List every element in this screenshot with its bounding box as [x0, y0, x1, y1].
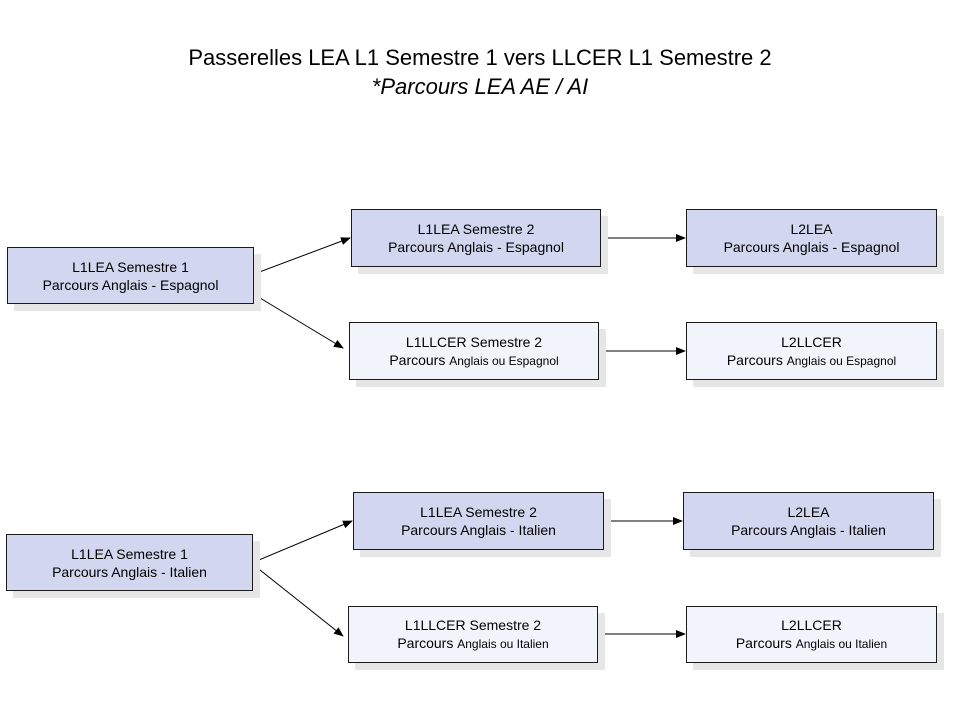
node-line1: L1LEA Semestre 2 — [420, 504, 537, 520]
node-line1: L1LEA Semestre 1 — [72, 258, 189, 275]
node-line2: Parcours Anglais - Espagnol — [42, 276, 219, 293]
node-line2: Parcours Anglais - Espagnol — [388, 239, 564, 255]
node-l2lea-espagnol: L2LEA Parcours Anglais - Espagnol — [686, 209, 937, 267]
arrow-s1-to-lea-s2 — [253, 520, 353, 563]
node-line2: Parcours Anglais - Italien — [52, 563, 207, 580]
node-line2: Parcours Anglais - Espagnol — [723, 239, 900, 255]
node-line2: Parcours Anglais ou Espagnol — [726, 351, 897, 368]
arrow-s1-to-lea-s2 — [253, 237, 351, 275]
node-line2: Parcours Anglais ou Espagnol — [389, 351, 559, 368]
node-l2llcer-italien: L2LLCER Parcours Anglais ou Italien — [686, 606, 937, 663]
diagram-subtitle: *Parcours LEA AE / AI — [371, 74, 589, 99]
node-line1: L1LEA Semestre 1 — [71, 545, 188, 562]
arrow-s1-to-llcer-s2 — [254, 565, 344, 637]
node-l2llcer-espagnol: L2LLCER Parcours Anglais ou Espagnol — [686, 322, 937, 380]
node-l1lea-s1-italien: L1LEA Semestre 1 Parcours Anglais - Ital… — [6, 534, 253, 591]
arrow-s1-to-llcer-s2 — [259, 297, 344, 349]
node-line1: L1LEA Semestre 2 — [417, 221, 535, 237]
node-line2: Parcours Anglais - Italien — [731, 522, 886, 538]
node-line1: L1LLCER Semestre 2 — [404, 617, 542, 633]
node-l2lea-italien: L2LEA Parcours Anglais - Italien — [683, 492, 934, 550]
node-l1llcer-s2-espagnol: L1LLCER Semestre 2 Parcours Anglais ou E… — [349, 322, 599, 380]
node-line1: L1LLCER Semestre 2 — [405, 333, 543, 350]
node-l1llcer-s2-italien: L1LLCER Semestre 2 Parcours Anglais ou I… — [348, 606, 598, 663]
node-line2: Parcours Anglais ou Italien — [397, 635, 549, 651]
node-l1lea-s1-espagnol: L1LEA Semestre 1 Parcours Anglais - Espa… — [7, 247, 254, 304]
diagram-title: Passerelles LEA L1 Semestre 1 vers LLCER… — [188, 45, 772, 70]
node-line2: Parcours Anglais - Italien — [401, 522, 556, 538]
node-line2: Parcours Anglais ou Italien — [735, 635, 888, 651]
node-line1: L2LLCER — [781, 333, 842, 350]
node-line1: L2LEA — [787, 504, 830, 520]
node-l1lea-s2-italien: L1LEA Semestre 2 Parcours Anglais - Ital… — [353, 492, 604, 550]
node-line1: L2LLCER — [781, 617, 842, 633]
node-line1: L2LEA — [790, 221, 833, 237]
node-l1lea-s2-espagnol: L1LEA Semestre 2 Parcours Anglais - Espa… — [351, 209, 601, 267]
